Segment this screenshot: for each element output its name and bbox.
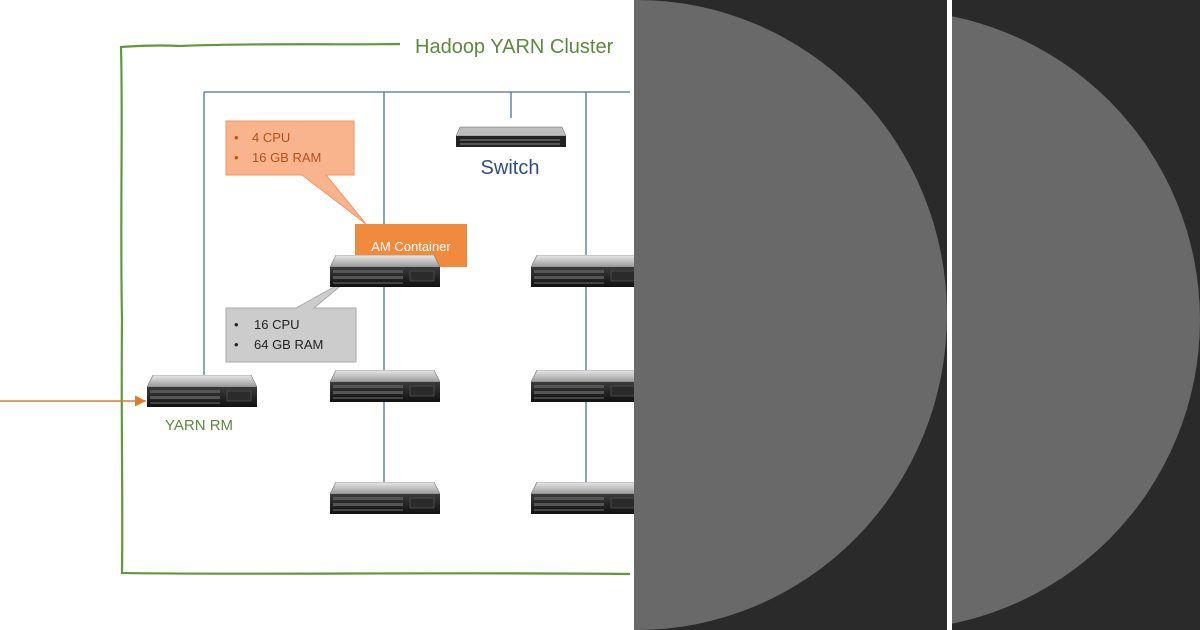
gray-disc [634, 0, 947, 630]
svg-text:•: • [234, 130, 239, 145]
yarn-rm-server-icon [147, 375, 257, 408]
svg-text:•: • [234, 337, 239, 352]
am-cpu-text: 4 CPU [252, 130, 290, 145]
switch-label: Switch [481, 157, 540, 179]
svg-text:•: • [234, 150, 239, 165]
node-callout [225, 277, 357, 363]
am-callout-list: • 4 CPU • 16 GB RAM [234, 130, 321, 165]
server-icon [531, 255, 641, 288]
node-ram-text: 64 GB RAM [254, 337, 323, 352]
server-icon [330, 255, 440, 288]
am-callout [225, 120, 367, 225]
node-cpu-text: 16 CPU [254, 317, 300, 332]
server-icon [330, 370, 440, 403]
server-icon [531, 370, 641, 403]
node-callout-list: • 16 CPU • 64 GB RAM [234, 317, 323, 352]
yarn-rm-label: YARN RM [165, 417, 233, 434]
server-icon [531, 482, 641, 515]
cluster-boundary [119, 42, 631, 576]
am-container-label: AM Container [371, 239, 451, 254]
gray-disc [952, 10, 1200, 630]
dark-panel-left [634, 0, 947, 630]
am-ram-text: 16 GB RAM [252, 150, 321, 165]
network-switch-icon [455, 126, 567, 147]
network-links [203, 91, 630, 490]
server-icon [330, 482, 440, 515]
svg-text:•: • [234, 317, 239, 332]
cluster-title: Hadoop YARN Cluster [415, 36, 614, 58]
dark-panel-right [952, 0, 1200, 630]
